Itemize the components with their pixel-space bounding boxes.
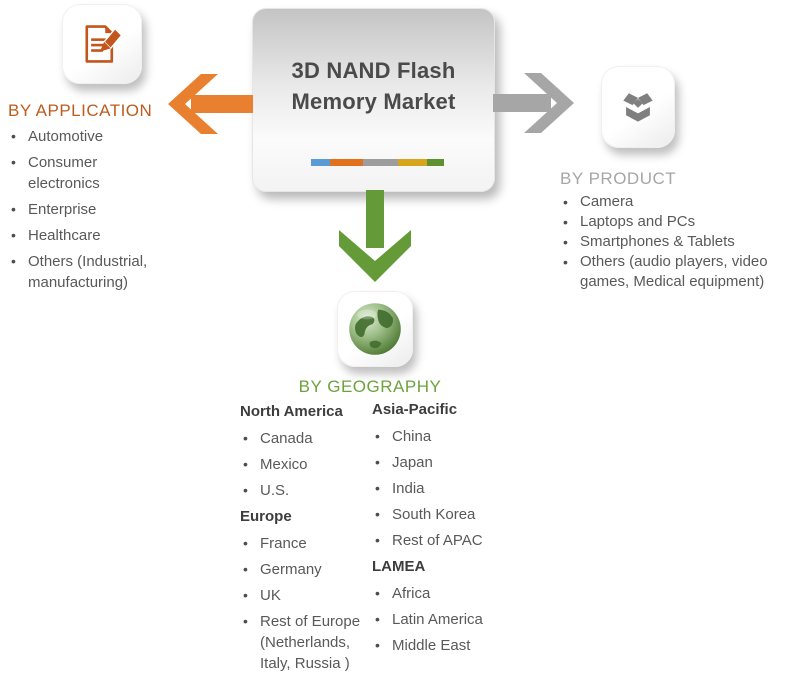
geography-column-east: Asia-Pacific China Japan India South Kor…: [370, 399, 512, 661]
list-item: Middle East: [370, 635, 512, 656]
geo-group-asia-pacific: Asia-Pacific China Japan India South Kor…: [370, 399, 512, 551]
list-item: Others (Industrial, manufacturing): [6, 251, 156, 293]
list-item: Others (audio players, video games, Medi…: [558, 252, 792, 292]
list-item: Healthcare: [6, 225, 156, 246]
list-item: Laptops and PCs: [558, 212, 792, 232]
region-list: France Germany UK Rest of Europe (Nether…: [238, 533, 372, 674]
list-item: UK: [238, 585, 372, 606]
open-box-icon: [623, 93, 653, 122]
product-icon-tile: [601, 66, 675, 148]
list-item: Camera: [558, 192, 792, 212]
region-heading: North America: [240, 403, 343, 420]
accent-segment-gold: [398, 159, 427, 166]
geo-group-north-america: North America Canada Mexico U.S.: [238, 401, 372, 501]
list-item: Latin America: [370, 609, 512, 630]
market-title-line1: 3D NAND Flash: [291, 58, 456, 83]
region-heading: Asia-Pacific: [372, 401, 458, 418]
accent-segment-blue: [311, 159, 330, 166]
market-title-line2: Memory Market: [291, 89, 456, 114]
central-market-box: 3D NAND Flash Memory Market: [252, 8, 495, 192]
list-item: France: [238, 533, 372, 554]
list-item: Automotive: [6, 126, 156, 147]
region-list: Africa Latin America Middle East: [370, 583, 512, 656]
region-list: Canada Mexico U.S.: [238, 428, 372, 501]
accent-segment-green: [427, 159, 444, 166]
document-edit-icon: [85, 25, 123, 63]
list-item: China: [370, 426, 512, 447]
region-list: China Japan India South Korea Rest of AP…: [370, 426, 512, 551]
globe-icon: [349, 303, 401, 355]
left-arrow: [168, 74, 253, 134]
geo-group-lamea: LAMEA Africa Latin America Middle East: [370, 556, 512, 656]
product-heading: BY PRODUCT: [560, 169, 677, 188]
list-item: Consumer electronics: [6, 152, 156, 194]
geography-column-west: North America Canada Mexico U.S. Europe …: [238, 401, 372, 679]
geo-group-europe: Europe France Germany UK Rest of Europe …: [238, 506, 372, 674]
list-item: Canada: [238, 428, 372, 449]
list-item: Enterprise: [6, 199, 156, 220]
application-heading: BY APPLICATION: [8, 101, 153, 120]
list-item: Rest of Europe (Netherlands, Italy, Russ…: [238, 611, 372, 674]
accent-segment-gray: [363, 159, 398, 166]
application-list: Automotive Consumer electronics Enterpri…: [6, 126, 156, 298]
right-arrow: [493, 73, 574, 133]
list-item: Rest of APAC: [370, 530, 512, 551]
region-heading: Europe: [240, 508, 292, 525]
accent-segment-orange: [330, 159, 363, 166]
list-item: Smartphones & Tablets: [558, 232, 792, 252]
list-item: South Korea: [370, 504, 512, 525]
geography-heading: BY GEOGRAPHY: [298, 377, 442, 396]
down-arrow: [339, 190, 411, 282]
product-list: Camera Laptops and PCs Smartphones & Tab…: [558, 192, 792, 292]
market-title: 3D NAND Flash Memory Market: [253, 55, 494, 117]
list-item: Africa: [370, 583, 512, 604]
list-item: Mexico: [238, 454, 372, 475]
list-item: U.S.: [238, 480, 372, 501]
region-heading: LAMEA: [372, 558, 426, 575]
list-item: Japan: [370, 452, 512, 473]
application-icon-tile: [62, 4, 142, 84]
accent-color-bar: [311, 159, 444, 166]
list-item: Germany: [238, 559, 372, 580]
geography-icon-tile: [337, 291, 413, 367]
list-item: India: [370, 478, 512, 499]
